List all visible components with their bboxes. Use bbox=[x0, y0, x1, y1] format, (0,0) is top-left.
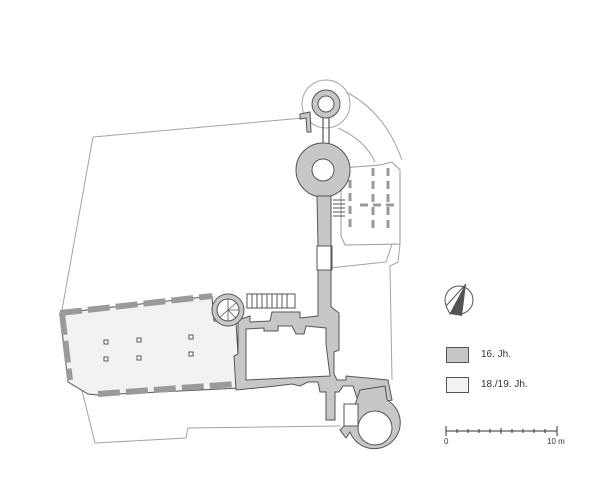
legend-label-16-jh: 16. Jh. bbox=[481, 349, 512, 360]
annex-dashed-walls bbox=[348, 168, 396, 232]
scale-end-label: 10 m bbox=[547, 437, 565, 446]
spiral-stair bbox=[219, 299, 239, 321]
wall-opening bbox=[316, 245, 332, 271]
tower-connector bbox=[322, 118, 330, 147]
north-tower-outer-ring bbox=[301, 79, 351, 129]
annex-rooms bbox=[340, 161, 401, 246]
wing-dashed-walls bbox=[59, 293, 237, 397]
legend-swatch-16-jh bbox=[446, 347, 469, 363]
legend-swatch-18-19-jh bbox=[446, 377, 469, 393]
southeast-passage bbox=[343, 403, 359, 427]
annex-stair bbox=[333, 199, 345, 217]
scale-start-label: 0 bbox=[444, 437, 449, 446]
north-garden-arc bbox=[337, 91, 403, 163]
column-markers bbox=[103, 334, 194, 362]
southeast-tower-interior bbox=[357, 410, 393, 446]
legend-label-18-19-jh: 18./19. Jh. bbox=[481, 379, 528, 390]
north-arrow-icon bbox=[444, 283, 474, 316]
scale-bar bbox=[445, 426, 558, 436]
site-outline bbox=[61, 117, 401, 444]
north-angle-wall bbox=[299, 111, 312, 133]
north-tower-interior bbox=[317, 95, 335, 113]
round-tower-interior bbox=[311, 158, 335, 182]
stair-run bbox=[246, 293, 296, 309]
